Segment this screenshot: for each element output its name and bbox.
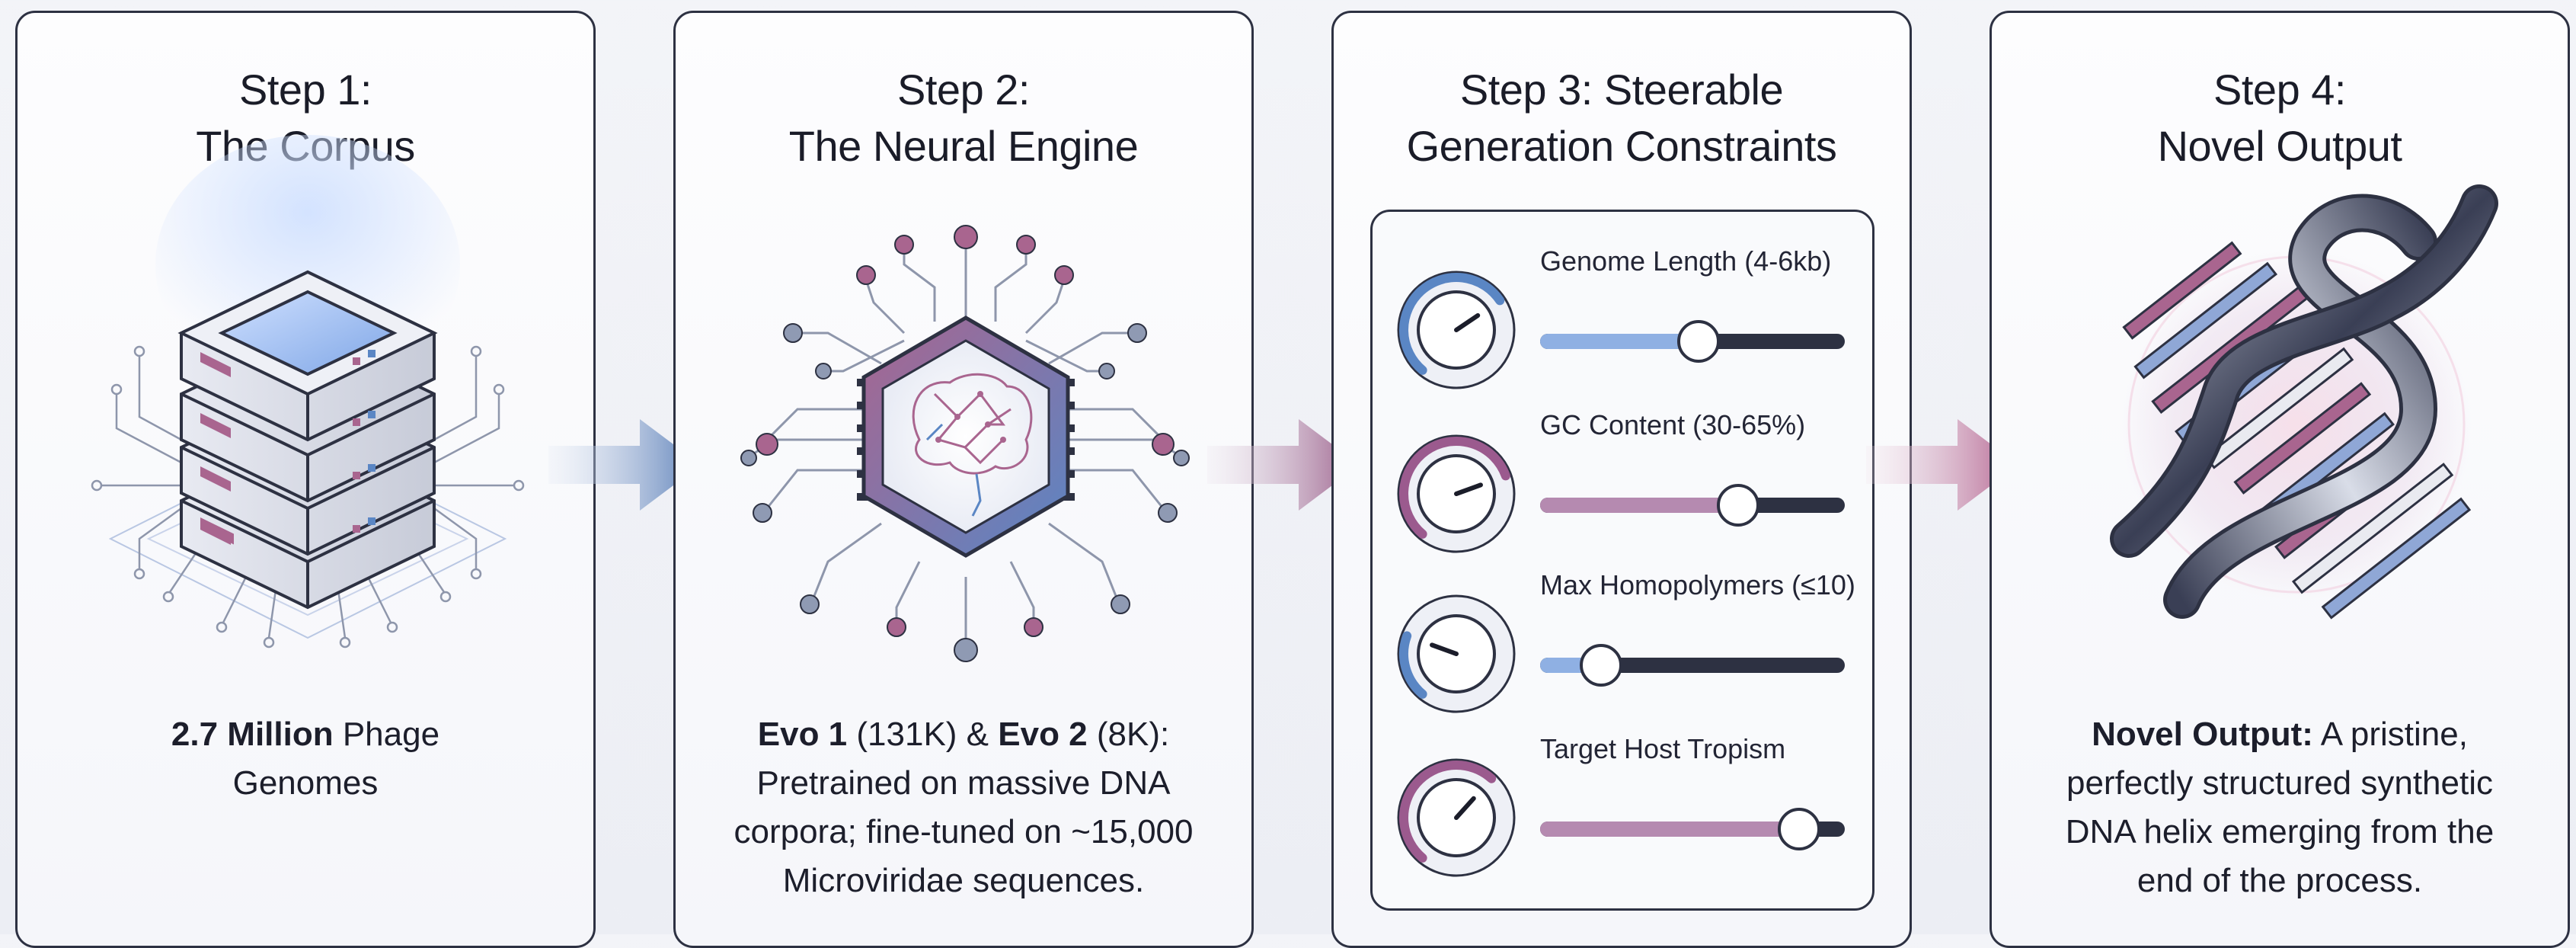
homopolymer-controls: [1397, 594, 1845, 713]
arrow-right-icon: [1866, 419, 2018, 511]
slider-knob: [1717, 484, 1759, 527]
constraint-genome-length: Genome Length (4-6kb): [1373, 242, 1877, 395]
dial-knob[interactable]: [1397, 594, 1516, 713]
slider-control[interactable]: [1540, 644, 1845, 687]
arrow-right-icon: [1207, 419, 1360, 511]
step-2-caption-evo1: Evo 1: [757, 716, 848, 753]
slider-knob: [1677, 320, 1720, 363]
dial-needle: [1454, 312, 1481, 332]
slider-fill: [1540, 821, 1799, 837]
step-4-caption-line4: end of the process.: [2137, 862, 2423, 899]
arrow-right-icon: [548, 419, 701, 511]
step-2-caption-evo2: Evo 2: [998, 716, 1088, 753]
step-2-caption-part-b: (8K):: [1087, 716, 1170, 753]
dial-needle: [1454, 482, 1483, 496]
step-1-caption-bold: 2.7 Million: [171, 716, 334, 753]
dial-needle: [1430, 642, 1459, 656]
constraint-target-host-tropism: Target Host Tropism: [1373, 730, 1877, 882]
step-2-title: Step 2: The Neural Engine: [676, 62, 1251, 175]
constraint-label: Genome Length (4-6kb): [1540, 245, 1832, 277]
step-3-panel: Step 3: Steerable Generation Constraints…: [1331, 11, 1912, 948]
slider-control[interactable]: [1540, 320, 1845, 363]
step-3-title-line1: Step 3: Steerable: [1459, 66, 1784, 114]
slider-control[interactable]: [1540, 808, 1845, 850]
step-2-caption-line4: Microviridae sequences.: [782, 862, 1145, 899]
neural-chip-brain-icon: [740, 225, 1190, 662]
dial-needle: [1454, 796, 1476, 820]
slider-knob: [1580, 644, 1622, 687]
step-2-caption-line3: corpora; fine-tuned on ~15,000: [733, 813, 1194, 850]
step-1-caption: 2.7 Million Phage Genomes: [48, 710, 563, 808]
step-1-caption-line2: Genomes: [232, 764, 379, 802]
step-2-caption: Evo 1 (131K) & Evo 2 (8K): Pretrained on…: [691, 710, 1236, 905]
dial-knob[interactable]: [1397, 271, 1516, 389]
step-3-title-line2: Generation Constraints: [1406, 122, 1837, 170]
step-1-panel: Step 1: The Corpus: [15, 11, 596, 948]
step-4-caption-bold: Novel Output:: [2092, 716, 2313, 753]
dial-level-arc: [1399, 761, 1497, 863]
gc-content-controls: [1397, 434, 1845, 553]
step-4-caption: Novel Output: A pristine, perfectly stru…: [2015, 710, 2545, 905]
step-4-caption-line3: DNA helix emerging from the: [2065, 813, 2495, 850]
constraint-gc-content: GC Content (30-65%): [1373, 406, 1877, 559]
dial-level-arc: [1399, 273, 1505, 375]
step-4-caption-line2: perfectly structured synthetic: [2066, 764, 2493, 802]
constraint-max-homopolymers: Max Homopolymers (≤10): [1373, 566, 1877, 719]
slider-fill: [1540, 498, 1738, 513]
slider-fill: [1540, 334, 1699, 349]
slider-control[interactable]: [1540, 484, 1845, 527]
step-2-caption-line2: Pretrained on massive DNA: [756, 764, 1171, 802]
constraint-label: Target Host Tropism: [1540, 733, 1786, 764]
slider-knob: [1778, 808, 1820, 850]
step-2-title-line1: Step 2:: [897, 66, 1030, 114]
server-stack-icon: [91, 135, 525, 649]
constraint-label: GC Content (30-65%): [1540, 409, 1806, 440]
genome-length-controls: [1397, 271, 1845, 389]
step-4-title-line1: Step 4:: [2213, 66, 2346, 114]
step-4-caption-rest: A pristine,: [2312, 716, 2468, 753]
host-tropism-controls: [1397, 758, 1845, 877]
step-4-panel: Step 4: Novel Output: [1990, 11, 2570, 948]
dial-level-arc: [1399, 631, 1427, 699]
step-2-panel: Step 2: The Neural Engine: [673, 11, 1254, 948]
dna-helix-icon: [2110, 184, 2498, 620]
dial-knob[interactable]: [1397, 434, 1516, 553]
step-4-title-line2: Novel Output: [2157, 122, 2402, 170]
step-4-title: Step 4: Novel Output: [1992, 62, 2568, 175]
step-2-caption-part-a: (131K) &: [847, 716, 999, 753]
step-2-title-line2: The Neural Engine: [788, 122, 1139, 170]
step-1-caption-rest: Phage: [333, 716, 440, 753]
step-3-title: Step 3: Steerable Generation Constraints: [1334, 62, 1910, 175]
dial-knob[interactable]: [1397, 758, 1516, 877]
constraint-label: Max Homopolymers (≤10): [1540, 569, 1855, 601]
dial-level-arc: [1399, 437, 1510, 539]
constraints-control-box: Genome Length (4-6kb) GC Content (30-65%…: [1370, 210, 1874, 911]
step-1-title-line1: Step 1:: [239, 66, 372, 114]
